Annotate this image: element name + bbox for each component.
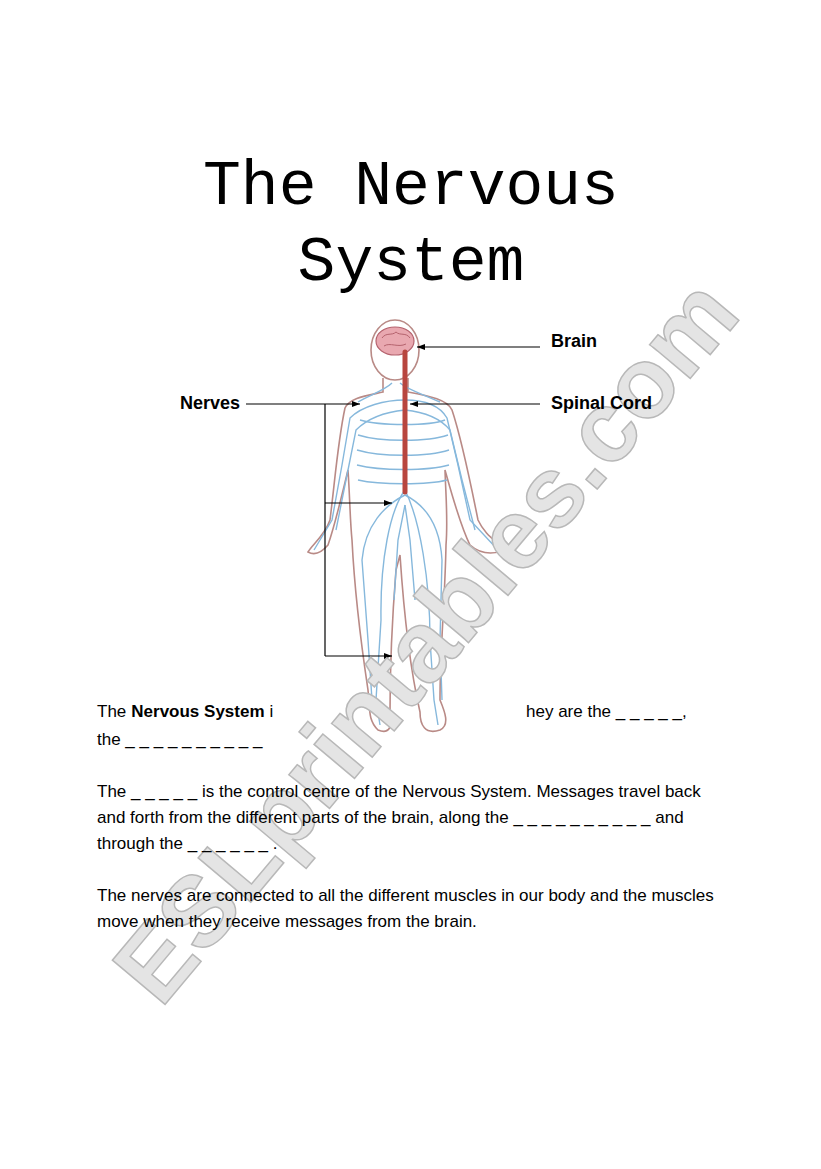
sentence-fragment: The — [97, 699, 126, 725]
sentence-fragment: Nervous System — [131, 699, 264, 725]
spinal-cord — [403, 352, 408, 492]
fill-in-blank: hey are the _ _ _ _ _, — [526, 699, 687, 725]
part-label: Nerves — [180, 392, 240, 414]
watermark: ESLprintables.com — [92, 258, 758, 1023]
sentence-line: TheNervous Systemi — [97, 699, 273, 725]
paragraph: The nerves are connected to all the diff… — [97, 883, 727, 935]
brain-shape — [376, 327, 414, 355]
paragraph: The _ _ _ _ _ is the control centre of t… — [97, 779, 727, 857]
part-label: Brain — [551, 330, 597, 352]
fill-in-blank: the _ _ _ _ _ _ _ _ _ _ — [97, 727, 262, 753]
sentence-fragment: i — [270, 699, 274, 725]
part-label: Spinal Cord — [551, 392, 652, 414]
page-title: The Nervous System — [186, 150, 636, 302]
